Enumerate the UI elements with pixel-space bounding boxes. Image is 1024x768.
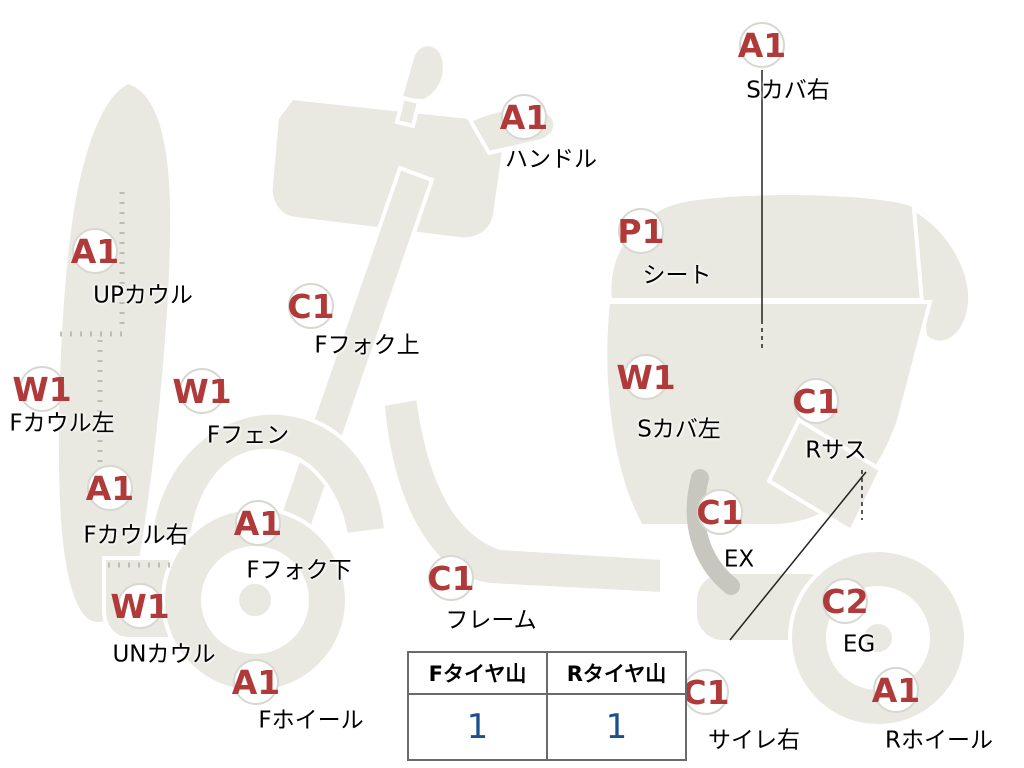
grade-badge: W1 [110, 583, 170, 629]
grade-badge: W1 [616, 354, 676, 400]
grade-badge: A1 [85, 465, 135, 511]
grade-badge: W1 [12, 366, 72, 412]
grade-text: C1 [696, 492, 744, 532]
grade-text: A1 [70, 231, 120, 271]
part-name-label: Rホイール [885, 727, 993, 754]
grade-text: A1 [231, 662, 281, 702]
part-name-label: UNカウル [112, 641, 216, 668]
grade-badge: A1 [499, 94, 549, 140]
grade-text: C1 [287, 286, 335, 326]
grade-badge: A1 [233, 500, 283, 546]
grade-text: W1 [12, 369, 72, 409]
grade-badge: A1 [231, 659, 281, 705]
grade-text: C1 [682, 672, 730, 712]
grade-badge: A1 [70, 228, 120, 274]
grade-text: P1 [617, 211, 665, 251]
tire-table-value-row: 1 1 [407, 693, 687, 761]
grade-badge: C1 [287, 283, 335, 329]
part-name-label: Fカウル左 [9, 410, 115, 437]
part-name-label: ハンドル [505, 146, 597, 173]
grade-text: W1 [172, 371, 232, 411]
grade-text: A1 [85, 468, 135, 508]
f-tire-tread-value: 1 [407, 693, 548, 761]
grade-text: W1 [110, 586, 170, 626]
r-tire-tread-header: Rタイヤ山 [546, 651, 687, 695]
part-name-label: Fカウル右 [83, 522, 189, 549]
grade-badge: C1 [792, 378, 840, 424]
part-name-label: Sカバ右 [746, 77, 830, 104]
part-name-label: EG [842, 631, 876, 658]
grade-badge: C1 [682, 669, 730, 715]
grade-badge: W1 [172, 368, 232, 414]
grade-badge: P1 [617, 208, 665, 254]
f-tire-tread-header: Fタイヤ山 [407, 651, 548, 695]
grade-badge: C2 [821, 578, 869, 624]
grade-badge: A1 [737, 22, 787, 68]
grade-text: W1 [616, 357, 676, 397]
part-name-label: シート [642, 262, 712, 289]
grade-badge: C1 [696, 489, 744, 535]
grade-text: A1 [499, 97, 549, 137]
part-name-label: EX [723, 546, 755, 573]
tire-table-header-row: Fタイヤ山 Rタイヤ山 [407, 651, 687, 695]
part-name-label: Sカバ左 [637, 416, 721, 443]
r-tire-tread-value: 1 [546, 693, 687, 761]
grade-badge: C1 [427, 555, 475, 601]
grade-text: C2 [821, 581, 869, 621]
part-name-label: Rサス [805, 437, 867, 464]
part-name-label: フレーム [445, 607, 537, 634]
tire-tread-table: Fタイヤ山 Rタイヤ山 1 1 [407, 651, 687, 761]
part-name-label: サイレ右 [708, 727, 800, 754]
part-name-label: Fフェン [206, 422, 290, 449]
part-name-label: UPカウル [93, 282, 193, 309]
grade-text: A1 [871, 670, 921, 710]
grade-badge: A1 [871, 667, 921, 713]
grade-text: A1 [737, 25, 787, 65]
grade-text: C1 [427, 558, 475, 598]
part-name-label: Fホイール [258, 707, 364, 734]
grade-text: A1 [233, 503, 283, 543]
part-name-label: Fフォク下 [246, 557, 352, 584]
part-name-label: Fフォク上 [314, 332, 420, 359]
grade-text: C1 [792, 381, 840, 421]
